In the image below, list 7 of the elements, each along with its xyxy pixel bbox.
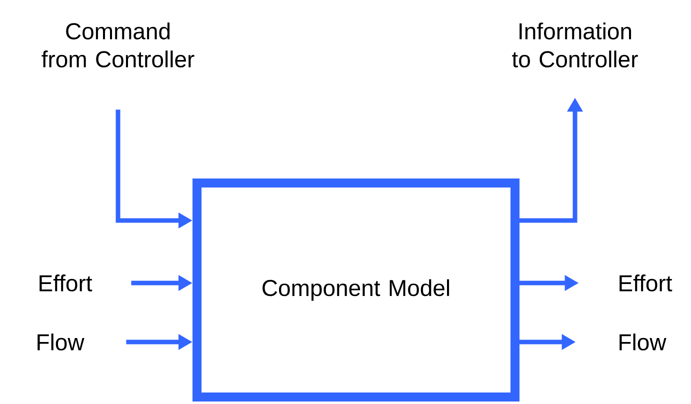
output-label: Information to Controller bbox=[512, 22, 638, 68]
component-box: Component Model bbox=[192, 178, 520, 402]
input-label: Flow bbox=[38, 334, 84, 350]
input-label: Command from Controller bbox=[42, 22, 194, 68]
output-label: Effort bbox=[620, 274, 672, 292]
output-label: Flow bbox=[620, 334, 666, 350]
input-label: Effort bbox=[40, 274, 92, 292]
